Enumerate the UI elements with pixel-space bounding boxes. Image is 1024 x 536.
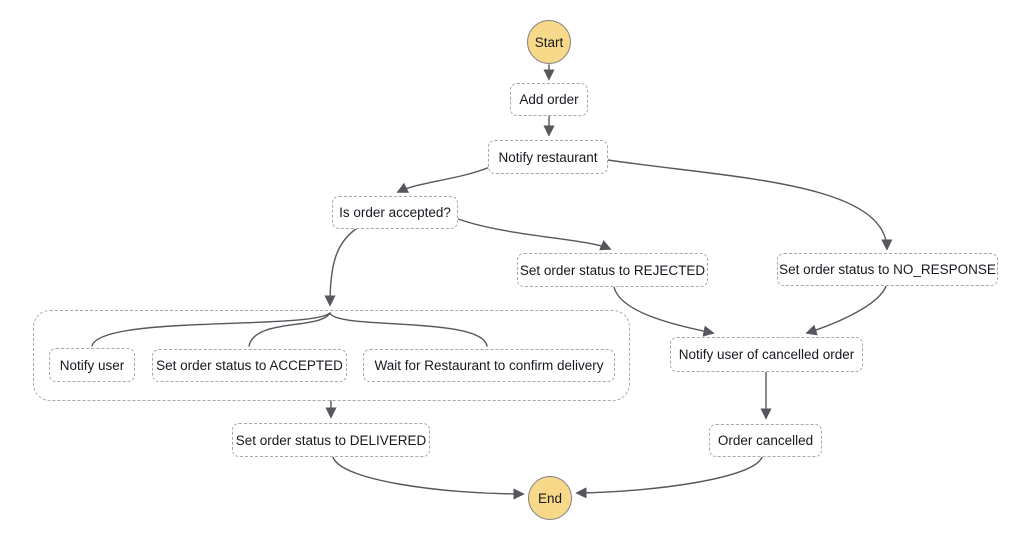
node-set-status-accepted[interactable]: Set order status to ACCEPTED bbox=[152, 349, 347, 382]
node-set-status-rejected[interactable]: Set order status to REJECTED bbox=[517, 253, 708, 287]
start-node[interactable]: Start bbox=[527, 20, 571, 64]
node-is-order-accepted[interactable]: Is order accepted? bbox=[332, 196, 458, 229]
edge-notify-restaurant-to-no-response bbox=[607, 159, 893, 251]
edge-is-accepted-to-rejected bbox=[457, 218, 612, 251]
edge-delivered-to-end bbox=[332, 456, 525, 500]
node-notify-restaurant[interactable]: Notify restaurant bbox=[488, 140, 608, 174]
edge-notify-restaurant-to-is-accepted bbox=[396, 166, 491, 193]
edge-order-cancelled-to-end bbox=[575, 456, 763, 499]
edge-no-response-to-notify-cancelled bbox=[805, 285, 887, 336]
node-wait-confirm-delivery[interactable]: Wait for Restaurant to confirm delivery bbox=[363, 349, 615, 382]
node-notify-user-cancelled[interactable]: Notify user of cancelled order bbox=[670, 337, 863, 372]
node-add-order[interactable]: Add order bbox=[510, 83, 588, 116]
edge-is-accepted-to-parallel bbox=[324, 228, 357, 307]
node-set-status-delivered[interactable]: Set order status to DELIVERED bbox=[232, 423, 430, 457]
node-set-status-no-response[interactable]: Set order status to NO_RESPONSE bbox=[777, 253, 998, 286]
node-notify-user[interactable]: Notify user bbox=[49, 348, 135, 382]
node-order-cancelled[interactable]: Order cancelled bbox=[709, 424, 822, 457]
end-node[interactable]: End bbox=[528, 476, 572, 520]
